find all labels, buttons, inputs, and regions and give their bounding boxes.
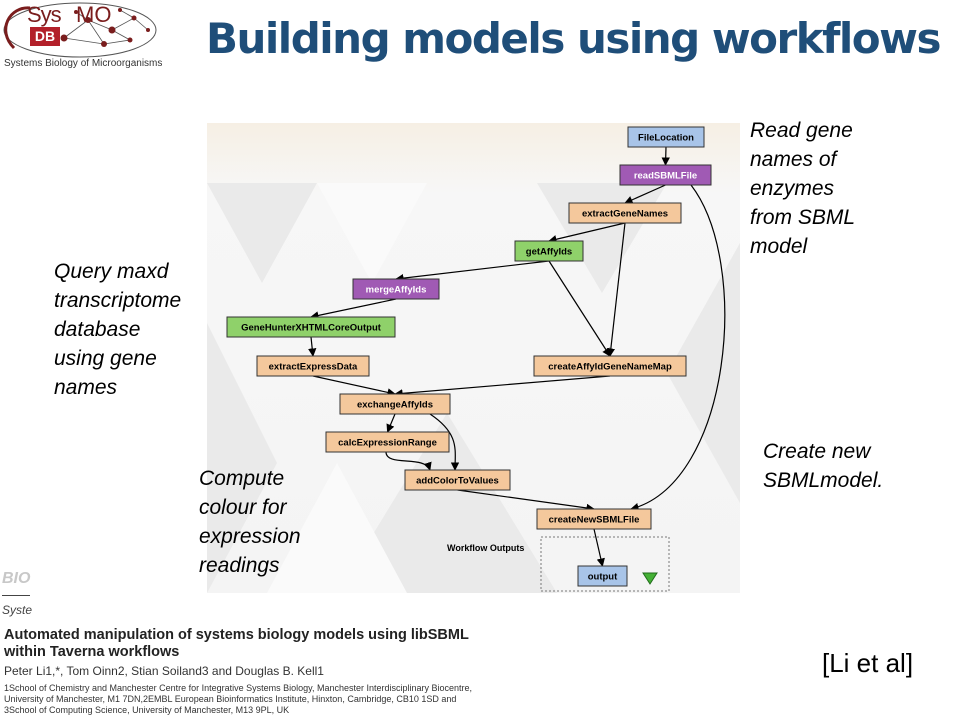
edge-mergeAffyIds-to-GeneHunterXHTMLCoreOutput xyxy=(310,298,397,320)
node-calcExpressionRange: calcExpressionRange xyxy=(325,431,450,453)
node-box xyxy=(568,202,682,224)
sysmo-db-logo: Sys MO DB Systems Biology of Microorgani… xyxy=(0,0,163,78)
node-label: getAffyIds xyxy=(526,247,572,258)
edge-readSBMLFile-to-extractGeneNames xyxy=(624,184,666,204)
edge-calcExpressionRange-to-addColorToValues xyxy=(385,451,432,471)
node-box xyxy=(536,508,652,530)
node-createAffyIdGeneNameMap: createAffyIdGeneNameMap xyxy=(533,355,687,377)
workflow-edges xyxy=(308,146,726,567)
node-box xyxy=(325,431,450,453)
edge-readSBMLFile-to-createNewSBMLFile xyxy=(630,184,726,512)
node-box xyxy=(352,278,440,300)
node-label: GeneHunterXHTMLCoreOutput xyxy=(241,323,382,334)
node-getAffyIds: getAffyIds xyxy=(514,240,584,262)
node-box xyxy=(404,469,511,491)
node-label: exchangeAffyIds xyxy=(357,400,433,411)
edge-exchangeAffyIds-to-addColorToValues xyxy=(429,413,460,471)
workflow-diagram: Workflow Outputs FileLocation readSBMLFil… xyxy=(207,123,740,593)
node-label: addColorToValues xyxy=(416,476,499,487)
edge-createNewSBMLFile-to-output xyxy=(593,528,605,567)
node-createNewSBMLFile: createNewSBMLFile xyxy=(536,508,652,530)
node-box xyxy=(514,240,584,262)
node-output: output xyxy=(577,565,628,587)
node-label: output xyxy=(588,572,618,583)
node-label: FileLocation xyxy=(638,133,694,144)
node-mergeAffyIds: mergeAffyIds xyxy=(352,278,440,300)
paper-title: Automated manipulation of systems biolog… xyxy=(4,627,469,660)
faded-journal-header: BIO xyxy=(2,570,31,587)
edge-createAffyIdGeneNameMap-to-exchangeAffyIds xyxy=(394,375,611,398)
faded-section-header: Syste xyxy=(2,603,33,617)
node-box xyxy=(619,164,712,186)
background-triangles-light xyxy=(267,183,427,593)
citation: [Li et al] xyxy=(822,648,914,678)
node-box xyxy=(627,126,705,148)
node-label: extractExpressData xyxy=(269,362,358,373)
background-triangles xyxy=(207,183,740,593)
paper-divider xyxy=(2,595,30,596)
slide-title: Building models using workflows xyxy=(206,14,941,63)
node-label: mergeAffyIds xyxy=(366,285,427,296)
node-extractExpressData: extractExpressData xyxy=(256,355,370,377)
workflow-nodes: FileLocation readSBMLFile extractGeneNames… xyxy=(226,126,712,587)
paper-affiliations: 1School of Chemistry and Manchester Cent… xyxy=(4,683,473,715)
node-exchangeAffyIds: exchangeAffyIds xyxy=(339,393,451,415)
network-graphic-icon xyxy=(3,2,157,58)
node-readSBMLFile: readSBMLFile xyxy=(619,164,712,186)
annotation-read-gene-names: Read gene names of enzymes from SBML mod… xyxy=(750,119,856,258)
annotation-query-maxd: Query maxd transcriptome database using … xyxy=(54,260,182,399)
logo-mo-text: MO xyxy=(76,2,112,27)
node-FileLocation: FileLocation xyxy=(627,126,705,148)
node-box xyxy=(256,355,370,377)
paper-authors: Peter Li1,*, Tom Oinn2, Stian Soiland3 a… xyxy=(4,664,324,678)
node-label: createNewSBMLFile xyxy=(549,515,640,526)
node-box xyxy=(226,316,396,338)
workflow-outputs-box xyxy=(540,536,670,592)
node-addColorToValues: addColorToValues xyxy=(404,469,511,491)
node-box xyxy=(339,393,451,415)
edge-addColorToValues-to-createNewSBMLFile xyxy=(457,489,595,513)
node-box xyxy=(533,355,687,377)
logo-subtitle: Systems Biology of Microorganisms xyxy=(4,58,163,69)
logo-db-badge: DB xyxy=(30,27,60,46)
edge-getAffyIds-to-createAffyIdGeneNameMap xyxy=(548,260,611,357)
edge-FileLocation-to-readSBMLFile xyxy=(661,146,670,166)
annotation-create-new: Create new SBMLmodel. xyxy=(763,440,884,492)
node-box xyxy=(577,565,628,587)
node-label: createAffyIdGeneNameMap xyxy=(548,362,672,373)
edge-GeneHunterXHTMLCoreOutput-to-extractExpressData xyxy=(308,336,317,357)
edge-exchangeAffyIds-to-calcExpressionRange xyxy=(386,413,396,433)
annotation-compute-colour: Compute colour for expression readings xyxy=(199,467,301,577)
node-label: calcExpressionRange xyxy=(338,438,437,449)
node-label: readSBMLFile xyxy=(634,171,697,182)
edge-extractExpressData-to-exchangeAffyIds xyxy=(312,375,396,397)
node-GeneHunterXHTMLCoreOutput: GeneHunterXHTMLCoreOutput xyxy=(226,316,396,338)
output-triangle-icon xyxy=(642,572,658,585)
node-extractGeneNames: extractGeneNames xyxy=(568,202,682,224)
edge-extractGeneNames-to-createAffyIdGeneNameMap xyxy=(606,222,626,357)
node-label: extractGeneNames xyxy=(582,209,668,220)
logo-sys-text: Sys xyxy=(27,2,62,27)
workflow-outputs-label: Workflow Outputs xyxy=(447,543,524,553)
edge-extractGeneNames-to-getAffyIds xyxy=(548,222,626,244)
edge-getAffyIds-to-mergeAffyIds xyxy=(395,260,550,283)
